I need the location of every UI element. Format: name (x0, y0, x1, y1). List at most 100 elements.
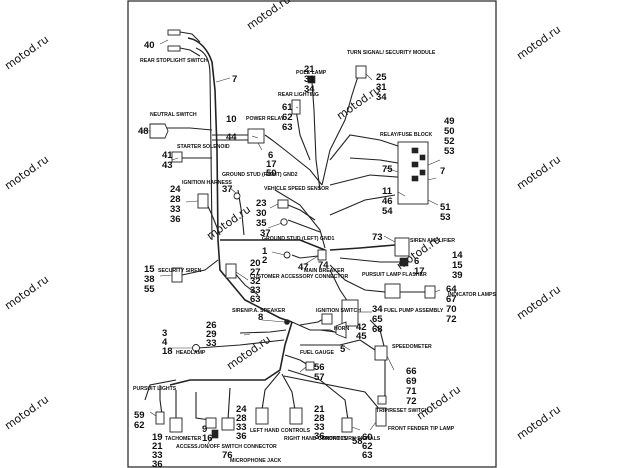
label-main-breaker: MAIN BREAKER (304, 268, 345, 274)
label-siren-amplifier: SIREN AMPLIFIER (410, 238, 455, 244)
watermark: motod.ru (2, 33, 51, 73)
callout: 28 (170, 194, 181, 205)
callout: 33 (152, 450, 163, 461)
label-pursuit-lights: PURSUIT LIGHTS (133, 386, 177, 392)
callout: 38 (144, 274, 155, 285)
label-rear-stoplight-switch: REAR STOPLIGHT SWITCH (140, 58, 208, 64)
callout: 60 (362, 432, 373, 443)
callout: 44 (226, 132, 237, 143)
callout: 14 (452, 250, 463, 261)
label-ignition-harness: IGNITION HARNESS (182, 180, 232, 186)
callout: 40 (144, 40, 155, 51)
callout: 45 (356, 331, 367, 342)
callout: 52 (444, 136, 455, 147)
callout: 16 (202, 433, 213, 444)
callout: 37 (260, 228, 271, 239)
label-siren-pa-speaker: SIREN/P.A. SPEAKER (232, 308, 285, 314)
label-neutral-switch: NEUTRAL SWITCH (150, 112, 197, 118)
callout: 50 (266, 168, 277, 179)
callout: 55 (144, 284, 155, 295)
label-microphone-jack: MICROPHONE JACK (230, 458, 282, 464)
watermark: motod.ru (2, 393, 51, 433)
label-ignition-switch: IGNITION SWITCH (316, 308, 361, 314)
callout: 15 (452, 260, 463, 271)
callout: 67 (446, 294, 457, 305)
watermark: motod.ru (2, 273, 51, 313)
callout: 75 (382, 164, 393, 175)
callout: 33 (236, 422, 247, 433)
callout: 33 (314, 422, 325, 433)
callout: 19 (152, 432, 163, 443)
label-customer-accessory-connector: CUSTOMER ACCESSORY CONNECTOR (250, 274, 348, 280)
label-pursuit-lamp-flasher: PURSUIT LAMP FLASHER (362, 272, 427, 278)
watermark: motod.ru (224, 333, 273, 373)
callout: 48 (138, 126, 149, 137)
callout: 56 (314, 362, 325, 373)
callout-numbers: 40 7 21 31 34 25 31 34 61 62 63 10 44 6 … (134, 40, 463, 468)
label-speedometer: SPEEDOMETER (392, 344, 432, 350)
callout: 49 (444, 116, 455, 127)
label-relay-fuse-block: RELAY/FUSE BLOCK (380, 132, 433, 138)
callout: 68 (372, 324, 383, 335)
callout: 25 (376, 72, 387, 83)
callout: 33 (206, 338, 217, 349)
callout: 62 (362, 441, 373, 452)
callout: 30 (256, 208, 267, 219)
label-front-turn-signals: FRONT TURN SIGNALS (322, 436, 381, 442)
callout: 6 (268, 150, 273, 161)
callout: 42 (356, 322, 367, 333)
label-fuel-pump-assembly: FUEL PUMP ASSEMBLY (384, 308, 444, 314)
callout: 28 (314, 413, 325, 424)
callout: 34 (304, 84, 315, 95)
callout: 46 (382, 196, 393, 207)
label-rear-lighting: REAR LIGHTING (278, 92, 319, 98)
callout: 24 (170, 184, 181, 195)
callout: 47 (298, 262, 309, 273)
label-accessory-switch-connector: ACCESS./ON/OFF SWITCH CONNECTOR (176, 444, 277, 450)
callout: 74 (318, 260, 329, 271)
callout: 5 (340, 344, 346, 355)
component-shapes (149, 29, 436, 439)
callout: 64 (446, 284, 457, 295)
label-horn: HORN (334, 326, 350, 332)
callout: 17 (266, 159, 277, 170)
label-turn-signal-module: TURN SIGNAL/ SECURITY MODULE (347, 50, 436, 56)
callout: 33 (250, 285, 261, 296)
watermark: motod.ru (514, 403, 563, 443)
callout: 23 (256, 198, 267, 209)
wire-harness (144, 31, 425, 421)
callout: 70 (446, 304, 457, 315)
callout: 61 (282, 102, 293, 113)
callout: 71 (406, 386, 417, 397)
callout: 37 (222, 184, 233, 195)
callout: 34 (372, 304, 383, 315)
watermark: motod.ru (514, 153, 563, 193)
callout: 4 (162, 337, 168, 348)
label-front-fender-tip-lamp: FRONT FENDER TIP LAMP (388, 426, 455, 432)
callout: 63 (362, 450, 373, 461)
callout: 3 (162, 328, 167, 339)
callout: 17 (414, 266, 425, 277)
watermark: motod.ru (414, 383, 463, 423)
callout: 21 (314, 404, 325, 415)
callout: 63 (282, 122, 293, 133)
callout: 57 (314, 372, 325, 383)
label-ground-stud-right: GROUND STUD (RIGHT) GND2 (222, 172, 298, 178)
callout: 72 (406, 396, 417, 407)
callout: 36 (170, 214, 181, 225)
callout: 66 (406, 366, 417, 377)
callout: 35 (256, 218, 267, 229)
callout: 73 (372, 232, 383, 243)
leader-lines (139, 39, 441, 445)
callout: 18 (162, 346, 173, 357)
component-labels: REAR STOPLIGHT SWITCH TURN SIGNAL/ SECUR… (133, 50, 496, 464)
callout: 65 (372, 314, 383, 325)
callout: 21 (304, 64, 315, 75)
callout: 36 (152, 459, 163, 468)
callout: 11 (382, 186, 393, 197)
callout: 26 (206, 320, 217, 331)
callout: 39 (452, 270, 463, 281)
watermark: motod.ru (2, 153, 51, 193)
callout: 34 (376, 92, 387, 103)
